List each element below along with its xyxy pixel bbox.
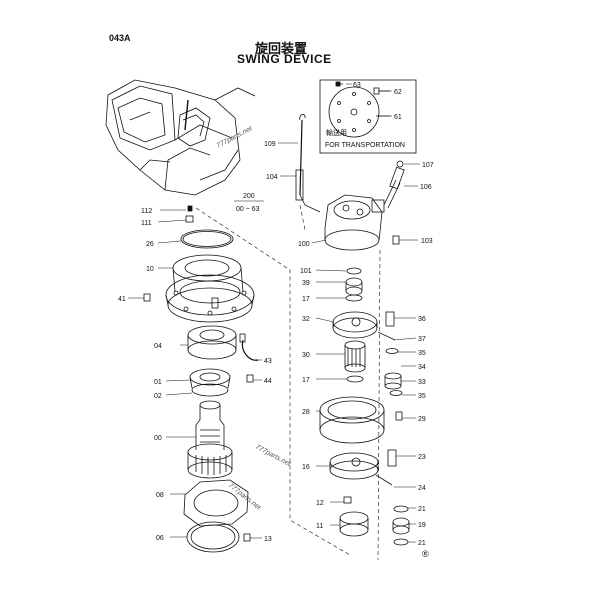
callout-43: 43 (264, 358, 272, 365)
callout-103: 103 (421, 238, 433, 245)
swing-motor (324, 160, 405, 251)
page-code: 043A (109, 33, 131, 43)
callout-08: 08 (156, 492, 164, 499)
callout-26: 26 (146, 241, 154, 248)
callout-10: 10 (146, 266, 154, 273)
callout-06: 06 (156, 535, 164, 542)
callout-44: 44 (264, 378, 272, 385)
callout-02: 02 (154, 393, 162, 400)
callout-17: 17 (302, 377, 310, 384)
callout-30: 30 (302, 352, 310, 359)
callout-61: 61 (394, 114, 402, 121)
planetary-assembly (319, 267, 410, 546)
excavator-illustration (105, 79, 256, 196)
callout-28: 28 (302, 409, 310, 416)
callout-36: 36 (418, 316, 426, 323)
callout-34: 34 (418, 364, 426, 371)
callout-109: 109 (264, 141, 276, 148)
callout-leader-lines (128, 83, 420, 543)
callout-29: 29 (418, 416, 426, 423)
callout-101: 101 (300, 268, 312, 275)
callout-111: 111 (141, 220, 152, 227)
callout-62: 62 (394, 89, 402, 96)
watermark-1: 777parts.net (216, 125, 255, 150)
lower-plates (183, 479, 251, 553)
oil-gauge-and-pipe (295, 114, 321, 213)
watermark-3: 777parts.net (227, 482, 263, 512)
callout-41: 41 (118, 296, 126, 303)
callout-13: 13 (264, 536, 272, 543)
callout-16: 16 (302, 464, 310, 471)
callout-112: 112 (141, 208, 152, 215)
callout-00: 00 (154, 435, 162, 442)
callout-19: 19 (418, 522, 426, 529)
callout-32: 32 (302, 316, 310, 323)
group-number: 200 (243, 193, 255, 200)
callout-35: 35 (418, 393, 426, 400)
callout-24: 24 (418, 485, 426, 492)
callout-11: 11 (316, 523, 323, 530)
callout-37: 37 (418, 336, 426, 343)
callout-63: 63 (353, 82, 361, 89)
callout-100: 100 (298, 241, 310, 248)
callout-12: 12 (316, 500, 324, 507)
transport-label-jp: 輸送用 (326, 128, 347, 137)
callout-39: 39 (302, 280, 310, 287)
housing-assembly (143, 205, 255, 323)
callout-01: 01 (154, 379, 162, 386)
callout-17: 17 (302, 296, 310, 303)
title-english: SWING DEVICE (237, 52, 332, 66)
transport-label-en: FOR TRANSPORTATION (325, 142, 405, 149)
callout-33: 33 (418, 379, 426, 386)
group-range: 00 ~ 63 (236, 206, 260, 213)
watermark-2: 777parts.net (254, 444, 293, 469)
registered-marker: ® (422, 549, 429, 559)
callout-106: 106 (420, 184, 432, 191)
title-japanese: 旋回装置 (255, 41, 308, 56)
callout-04: 04 (154, 343, 162, 350)
callout-21: 21 (418, 506, 426, 513)
callout-107: 107 (422, 162, 434, 169)
shaft-assembly (187, 325, 237, 479)
callout-21: 21 (418, 540, 426, 547)
callout-23: 23 (418, 454, 426, 461)
drain-hose (239, 333, 259, 383)
assembly-guide-lines (195, 204, 381, 561)
callout-104: 104 (266, 174, 278, 181)
callout-35: 35 (418, 350, 426, 357)
